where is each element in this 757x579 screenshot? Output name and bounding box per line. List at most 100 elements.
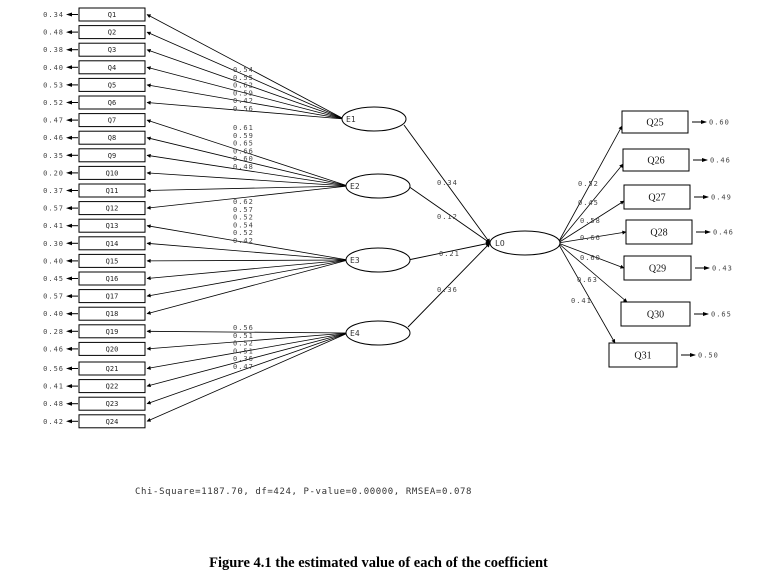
path-coefficient: 0.34	[437, 179, 458, 187]
error-arrow-head	[66, 65, 72, 70]
indicator-label: Q7	[108, 117, 116, 125]
outcome-loading-value: 0.66	[580, 234, 601, 242]
loading-path	[146, 329, 349, 334]
error-arrow-head	[66, 135, 72, 140]
error-arrow-head	[66, 419, 72, 424]
loading-path	[146, 332, 349, 422]
error-variance: 0.52	[43, 99, 64, 107]
indicator-label: Q21	[106, 365, 119, 373]
latent-factor-e4	[345, 320, 411, 346]
error-variance: 0.57	[43, 293, 64, 301]
outcome-indicator-box	[625, 219, 693, 245]
outcome-indicator-box	[621, 110, 689, 134]
error-variance: 0.40	[43, 64, 64, 72]
latent-label: E3	[350, 256, 360, 265]
loading-value: 0.59	[233, 132, 254, 140]
outcome-error-arrow-head	[703, 312, 709, 316]
indicator-box	[78, 271, 146, 286]
indicator-label: Q9	[108, 152, 116, 160]
indicator-box	[78, 414, 146, 429]
path-coefficient: 0.36	[437, 286, 458, 294]
outcome-indicator-box	[623, 255, 692, 281]
indicator-box	[78, 361, 146, 376]
path-coefficient: 0.21	[439, 250, 460, 258]
outcome-error-variance: 0.46	[713, 229, 734, 237]
loading-value: 0.62	[233, 82, 254, 90]
loading-value: 0.48	[233, 163, 254, 171]
error-variance: 0.57	[43, 205, 64, 213]
loading-value: 0.55	[233, 74, 254, 82]
error-arrow-head	[66, 100, 72, 105]
latent-factor-e2	[345, 173, 411, 199]
loading-value: 0.47	[233, 363, 254, 371]
loading-value: 0.54	[233, 221, 254, 229]
outcome-indicator-label: Q25	[646, 118, 663, 129]
indicator-box	[78, 25, 146, 40]
indicator-label: Q6	[108, 99, 116, 107]
indicator-box	[78, 341, 146, 356]
error-variance: 0.42	[43, 418, 64, 426]
outcome-error-variance: 0.43	[712, 265, 733, 273]
loading-path	[146, 241, 349, 261]
outcome-loading-path	[557, 125, 623, 244]
indicator-box	[78, 289, 146, 304]
loading-path	[146, 185, 349, 193]
outcome-loading-path	[557, 242, 628, 303]
error-arrow-head	[66, 401, 72, 406]
loading-path	[146, 100, 345, 120]
error-variance: 0.56	[43, 365, 64, 373]
indicator-label: Q22	[106, 383, 119, 391]
indicator-label: Q15	[106, 257, 119, 265]
loading-path	[146, 259, 349, 281]
loading-value: 0.59	[233, 89, 254, 97]
outcome-factor-lo	[489, 230, 561, 256]
loading-value: 0.52	[233, 214, 254, 222]
error-arrow-head	[66, 47, 72, 52]
outcome-indicator-label: Q31	[634, 351, 651, 362]
indicator-label: Q12	[106, 205, 119, 213]
outcome-indicator-label: Q28	[650, 228, 667, 239]
indicator-label: Q23	[106, 400, 119, 408]
outcome-loading-path	[557, 200, 625, 244]
outcome-indicator-box	[622, 148, 690, 172]
error-arrow-head	[66, 170, 72, 175]
error-arrow-head	[66, 118, 72, 123]
indicator-box	[78, 7, 146, 22]
error-variance: 0.40	[43, 257, 64, 265]
loading-value: 0.62	[233, 198, 254, 206]
latent-factor-e3	[345, 247, 411, 273]
loading-value: 0.42	[233, 97, 254, 105]
error-variance: 0.48	[43, 29, 64, 37]
outcome-loading-value: 0.45	[578, 199, 599, 207]
outcome-error-variance: 0.46	[710, 157, 731, 165]
indicator-box	[78, 165, 146, 180]
indicator-box	[78, 396, 146, 411]
loading-value: 0.42	[233, 237, 254, 245]
indicator-label: Q10	[106, 169, 119, 177]
indicator-box	[78, 324, 146, 339]
loading-path	[146, 153, 349, 187]
outcome-error-arrow-head	[702, 158, 708, 162]
loading-path	[146, 185, 349, 210]
loading-path	[146, 119, 349, 187]
error-variance: 0.40	[43, 310, 64, 318]
loading-value: 0.51	[233, 332, 254, 340]
structural-path	[407, 241, 491, 261]
error-variance: 0.53	[43, 81, 64, 89]
outcome-loading-path	[557, 242, 616, 344]
loading-path	[146, 14, 345, 120]
loading-path	[146, 332, 349, 388]
loading-path	[146, 66, 345, 120]
loading-value: 0.52	[233, 229, 254, 237]
error-arrow-head	[66, 311, 72, 316]
error-variance: 0.47	[43, 117, 64, 125]
indicator-box	[78, 306, 146, 321]
error-variance: 0.28	[43, 328, 64, 336]
fit-statistics: Chi-Square=1187.70, df=424, P-value=0.00…	[135, 487, 473, 497]
error-variance: 0.35	[43, 152, 64, 160]
outcome-indicator-label: Q29	[649, 264, 666, 275]
loading-path	[146, 171, 349, 187]
outcome-loading-value: 0.41	[571, 297, 592, 305]
error-arrow-head	[66, 223, 72, 228]
error-arrow-head	[66, 346, 72, 351]
